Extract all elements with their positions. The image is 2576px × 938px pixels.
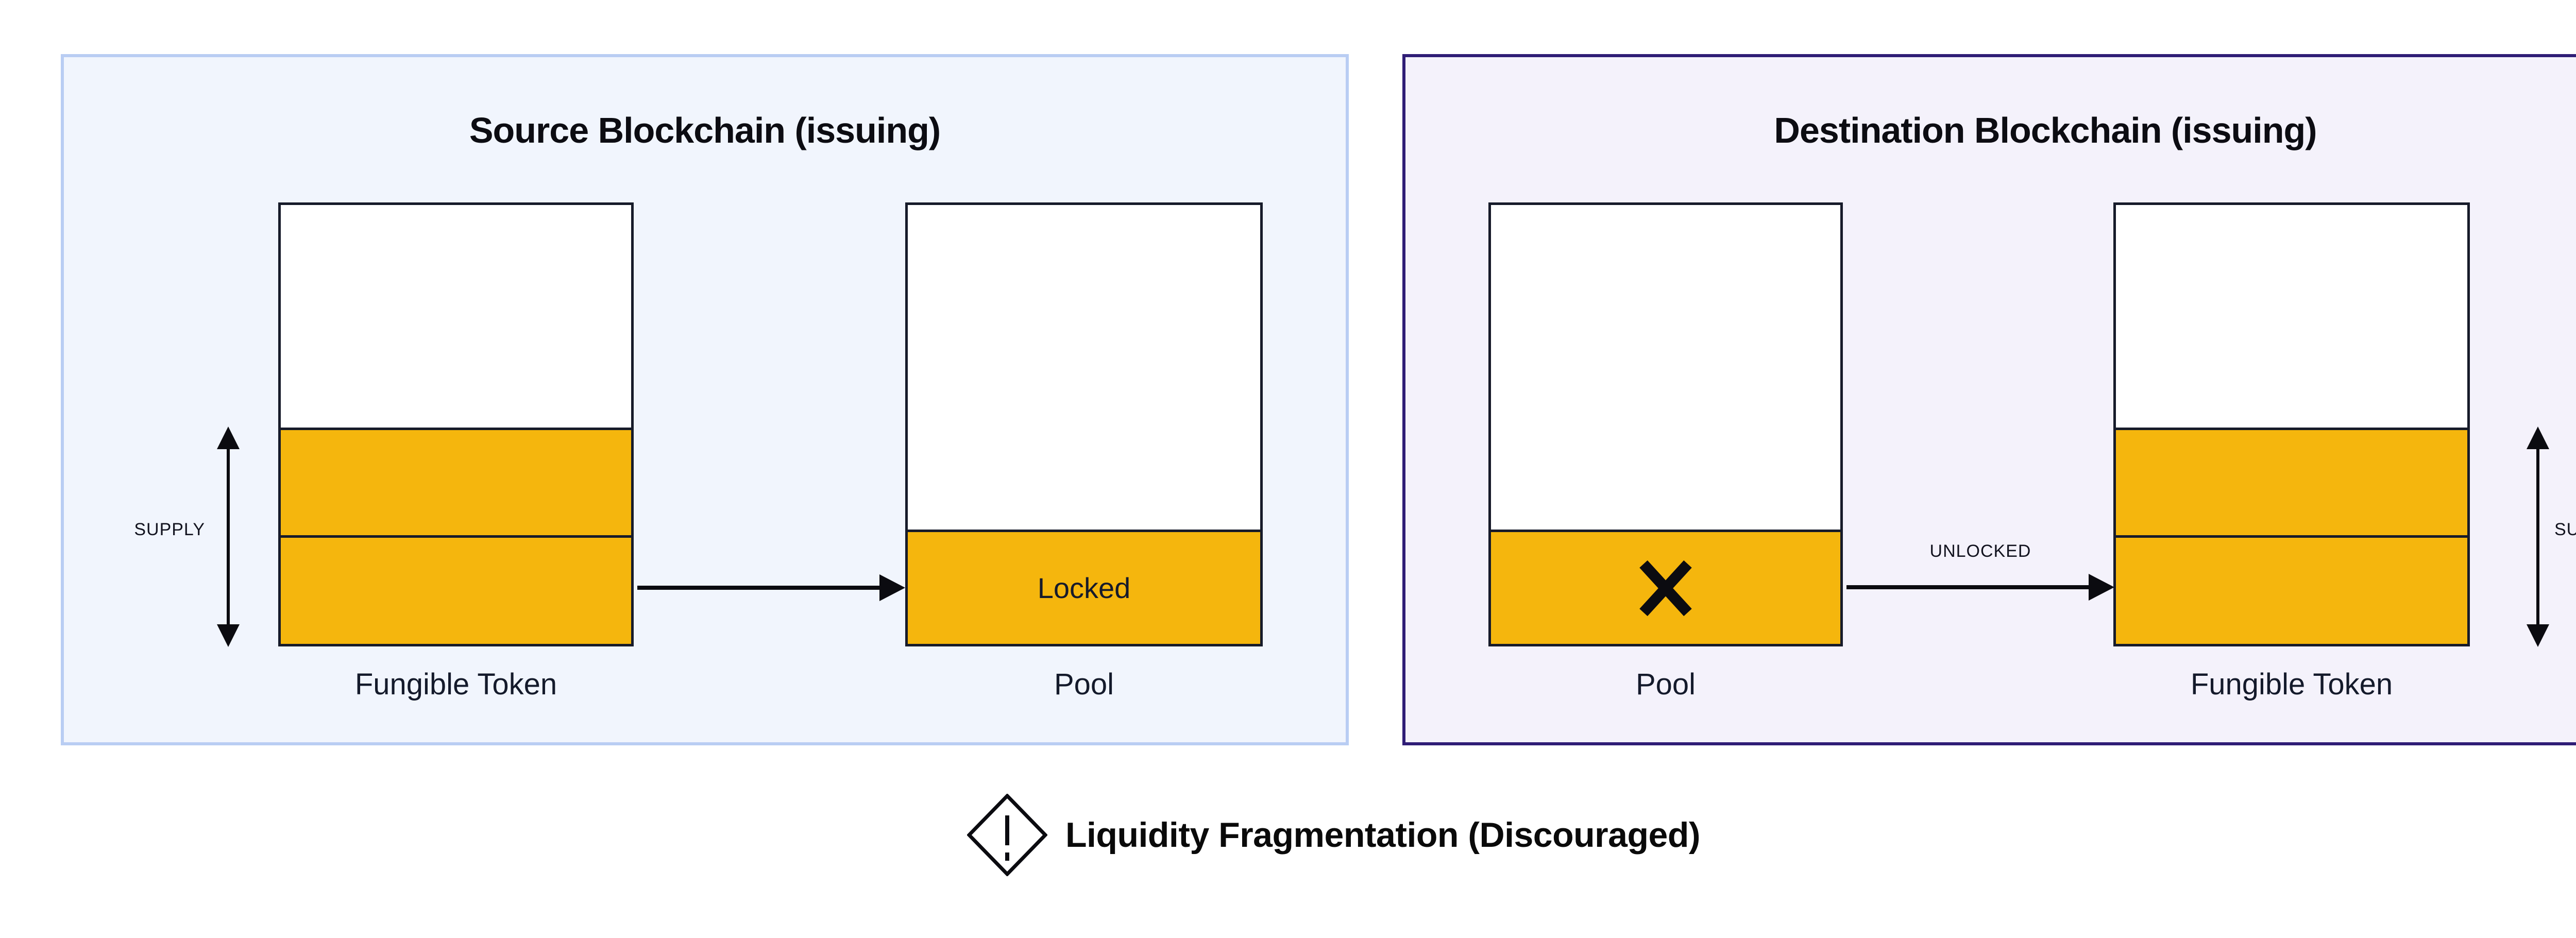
lock-transfer-arrow-icon	[637, 574, 905, 601]
cross-icon	[1639, 560, 1692, 616]
locked-label: Locked	[1037, 572, 1131, 604]
source-supply-label: SUPPLY	[134, 520, 205, 539]
destination-pool-unlocked-segment	[1491, 530, 1840, 644]
caption-text: Liquidity Fragmentation (Discouraged)	[1065, 815, 1701, 855]
destination-pool-empty-segment	[1491, 205, 1840, 530]
unlock-transfer-arrow-icon	[1846, 574, 2114, 601]
source-supply-range-arrow-icon	[217, 427, 240, 647]
destination-supply-label: SUPPLY	[2554, 520, 2576, 539]
destination-pool-box	[1488, 202, 1843, 646]
source-pool-locked-segment: Locked	[908, 530, 1260, 644]
source-fungible-token-label: Fungible Token	[354, 668, 557, 701]
destination-supply-range-arrow-icon	[2527, 427, 2549, 647]
unlocked-arrow-label: UNLOCKED	[1929, 541, 2031, 561]
source-token-supply-lower-segment	[281, 535, 631, 644]
source-token-unminted-segment	[281, 205, 631, 428]
source-panel-title: Source Blockchain (issuing)	[469, 110, 941, 150]
destination-pool-label: Pool	[1635, 668, 1696, 701]
destination-fungible-token-label: Fungible Token	[2190, 668, 2393, 701]
source-pool-box: Locked	[905, 202, 1263, 646]
warning-diamond-icon	[967, 794, 1047, 876]
source-pool-label: Pool	[1054, 668, 1114, 701]
destination-token-unminted-segment	[2116, 205, 2467, 428]
source-pool-empty-segment	[908, 205, 1260, 530]
source-token-supply-upper-segment	[281, 428, 631, 535]
destination-panel-title: Destination Blockchain (issuing)	[1774, 110, 2317, 150]
destination-token-supply-upper-segment	[2116, 428, 2467, 535]
destination-fungible-token-box	[2113, 202, 2470, 646]
source-fungible-token-box	[278, 202, 634, 646]
destination-token-supply-lower-segment	[2116, 535, 2467, 644]
